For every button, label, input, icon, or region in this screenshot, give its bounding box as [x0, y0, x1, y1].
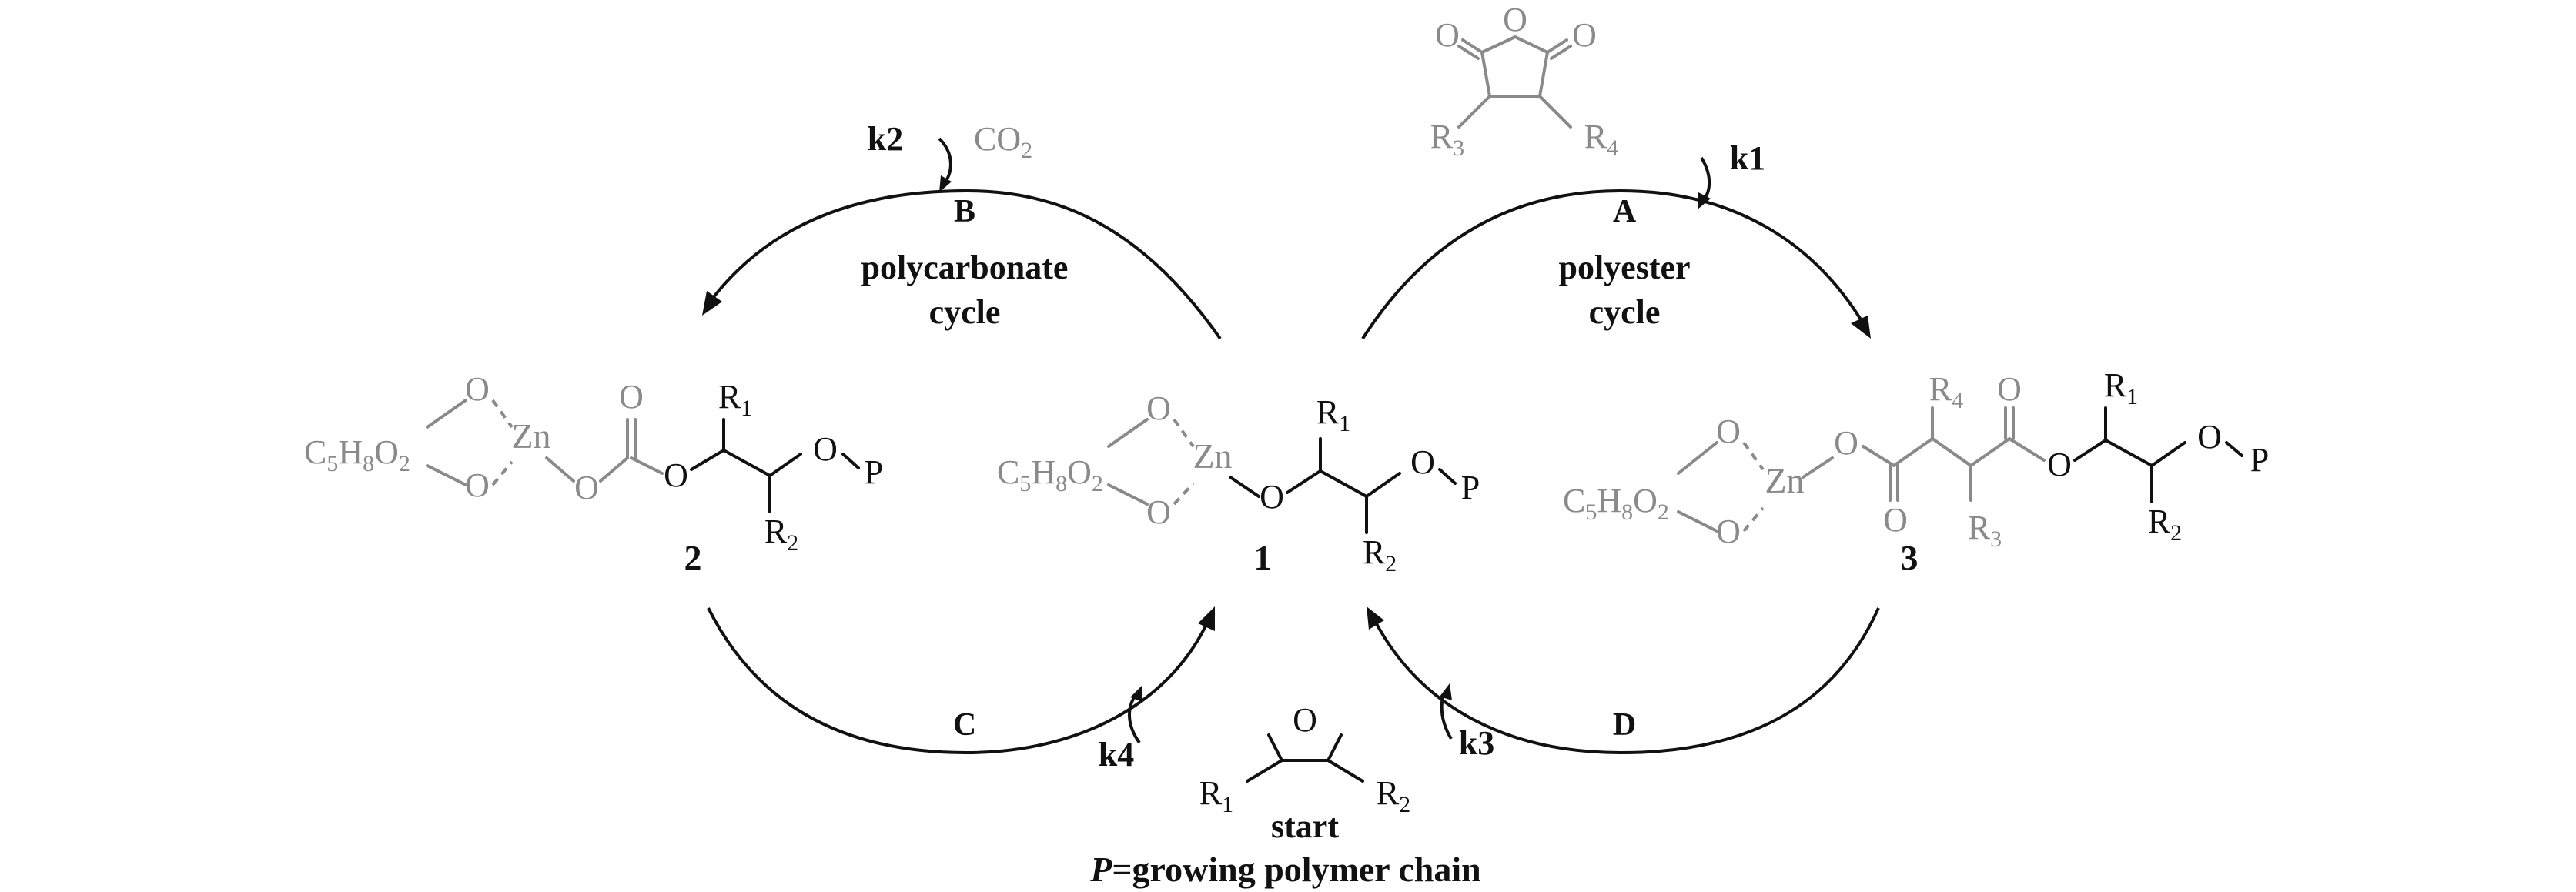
svg-text:O: O: [1293, 701, 1317, 739]
svg-text:R2: R2: [2148, 503, 2182, 546]
svg-text:R1: R1: [1199, 774, 1233, 817]
start-label: start: [1271, 807, 1339, 845]
svg-text:O: O: [1997, 370, 2022, 408]
rate-k3: k3: [1459, 724, 1494, 762]
svg-text:R1: R1: [718, 378, 752, 421]
svg-text:P: P: [2250, 441, 2269, 479]
svg-text:O: O: [574, 469, 599, 506]
svg-text:R2: R2: [764, 513, 798, 556]
rate-k1: k1: [1730, 139, 1765, 177]
svg-text:R2: R2: [1377, 774, 1410, 817]
step-letter-B: B: [954, 194, 975, 229]
rate-k2: k2: [868, 120, 903, 158]
cycle-title-cycle-right: cycle: [1589, 293, 1661, 331]
svg-text:O: O: [1146, 389, 1171, 427]
svg-text:O: O: [1146, 493, 1171, 531]
svg-text:R3: R3: [1430, 118, 1464, 161]
incoming-arrowhead-k4: [1130, 685, 1142, 702]
svg-text:O: O: [1716, 513, 1741, 550]
svg-text:O: O: [664, 456, 688, 494]
svg-text:O: O: [465, 370, 490, 408]
svg-text:Zn: Zn: [511, 416, 550, 456]
svg-text:O: O: [2197, 418, 2222, 456]
rate-k4: k4: [1099, 736, 1134, 773]
step-letter-D: D: [1613, 707, 1636, 743]
compound-3: O O Zn O O R4 R3 O O R1 R2 O P 3: [1563, 366, 2269, 577]
svg-text:R1: R1: [2104, 366, 2138, 409]
compound-1: O O Zn O R1 R2 O P 1: [997, 389, 1480, 577]
svg-text:O: O: [2047, 446, 2072, 483]
svg-text:R4: R4: [1584, 118, 1618, 161]
compound-number-3: 3: [1901, 538, 1919, 577]
arrow-C: [707, 607, 1210, 755]
epoxide-structure: O R1 R2 start P=growing polymer chain: [1089, 701, 1481, 889]
compound-number-2: 2: [684, 538, 702, 577]
svg-text:Zn: Zn: [1193, 436, 1232, 476]
arrowhead-B: [702, 291, 722, 316]
svg-text:O: O: [1883, 501, 1908, 539]
anhydride-structure: O O O R3 R4: [1430, 1, 1618, 161]
svg-text:P: P: [1461, 469, 1480, 506]
cycle-title-cycle-left: cycle: [929, 293, 1001, 331]
svg-text:O: O: [1410, 443, 1435, 481]
cycle-arrows: [702, 137, 1880, 755]
compound-2: O O Zn O O O R1 R2 O P 2: [304, 370, 883, 577]
arrowhead-D: [1367, 606, 1384, 630]
incoming-arrowhead-k2: [939, 175, 952, 192]
cycle-title-polyester: polyester: [1558, 249, 1690, 286]
svg-text:R2: R2: [1363, 533, 1397, 576]
reagent-co2: CO2: [974, 120, 1032, 163]
arrowhead-A: [1851, 316, 1871, 339]
polymer-chain-note: P=growing polymer chain: [1089, 850, 1481, 889]
svg-text:O: O: [1572, 16, 1597, 54]
step-letter-C: C: [953, 707, 976, 743]
incoming-arrowhead-k3: [1440, 683, 1452, 700]
svg-text:O: O: [1834, 424, 1858, 462]
svg-text:O: O: [1435, 16, 1460, 54]
step-labels: k2 CO2 B polycarbonate cycle k1 A polyes…: [861, 120, 1766, 773]
arrow-A: [1361, 189, 1865, 340]
svg-text:O: O: [465, 466, 490, 504]
svg-text:O: O: [1503, 1, 1527, 38]
arrow-D: [1373, 607, 1880, 755]
svg-text:R3: R3: [1968, 509, 2002, 552]
svg-text:O: O: [1716, 413, 1741, 450]
compound-number-1: 1: [1254, 538, 1272, 577]
arrow-B: [707, 189, 1222, 340]
svg-text:P: P: [865, 453, 883, 491]
svg-text:Zn: Zn: [1765, 461, 1804, 500]
arrowhead-C: [1198, 606, 1215, 631]
svg-text:O: O: [1260, 478, 1284, 516]
svg-text:R1: R1: [1316, 393, 1350, 436]
svg-text:O: O: [619, 378, 644, 416]
svg-text:O: O: [813, 430, 838, 468]
incoming-arrowhead-k1: [1698, 192, 1711, 209]
step-letter-A: A: [1613, 194, 1637, 229]
cycle-title-polycarbonate: polycarbonate: [861, 249, 1069, 286]
svg-text:R4: R4: [1929, 370, 1963, 413]
